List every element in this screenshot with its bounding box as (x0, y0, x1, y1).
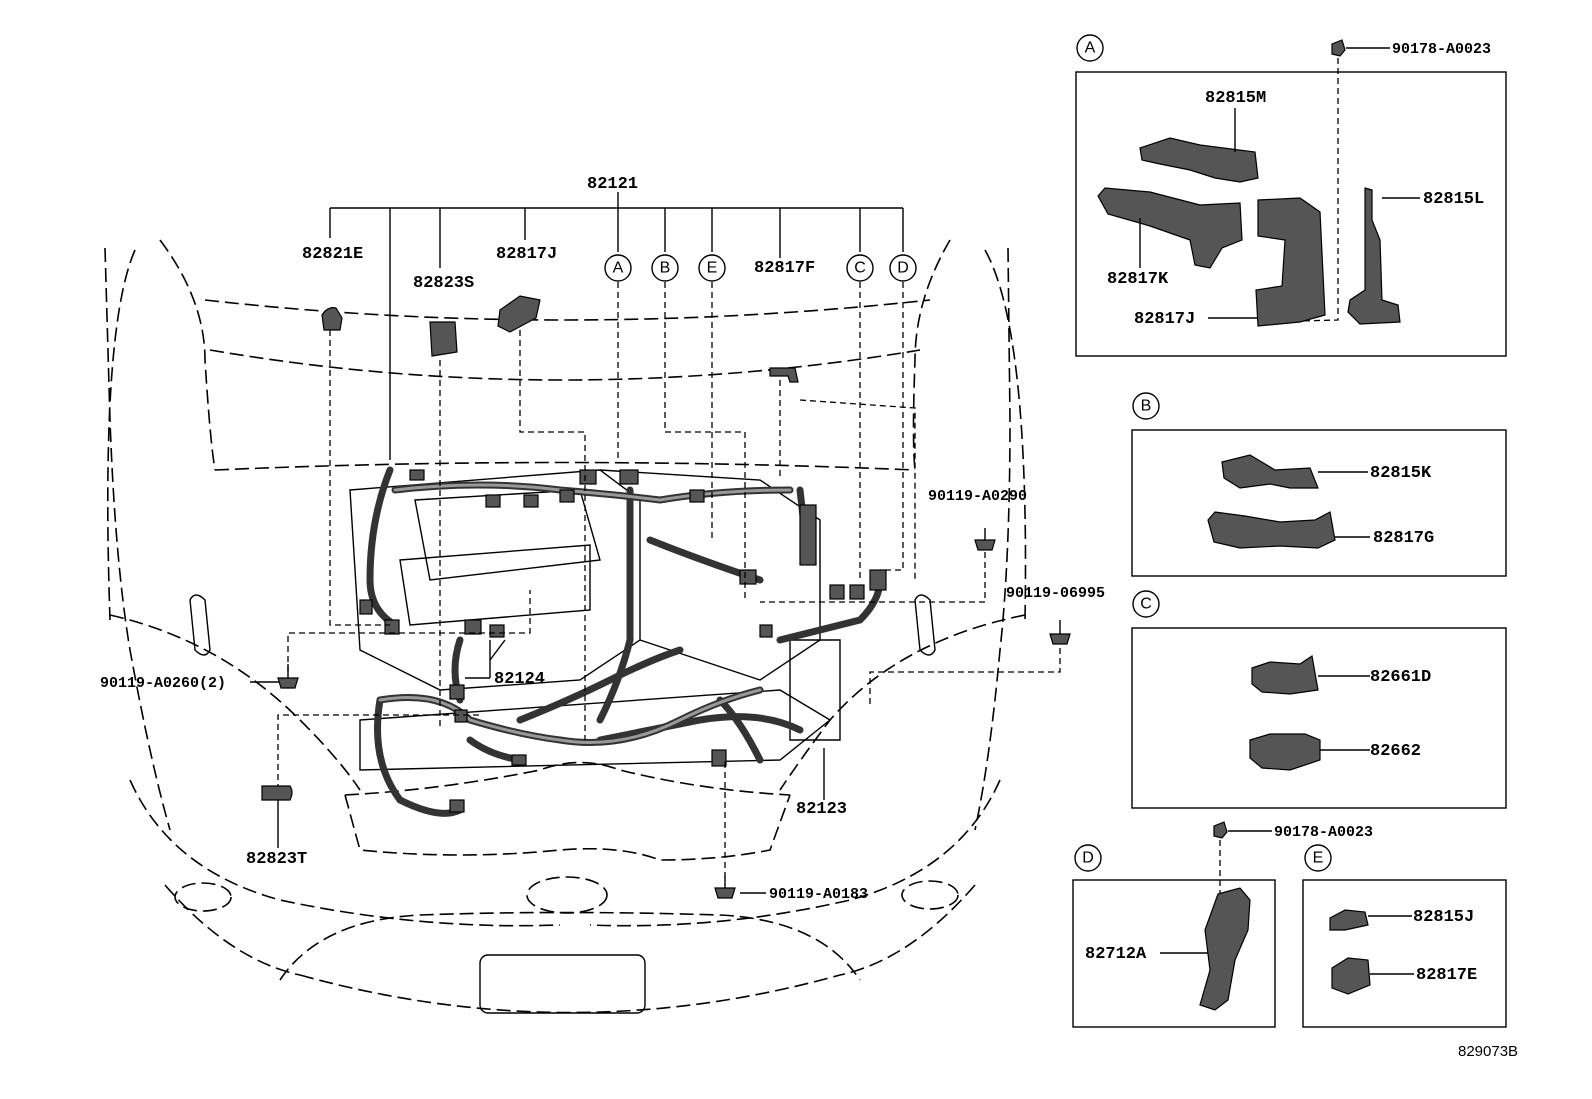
callout-d-circle: D (889, 254, 917, 282)
inset-a-label-82815L: 82815L (1423, 190, 1484, 209)
inset-b-label-82815K: 82815K (1370, 464, 1432, 483)
leader-lines (250, 192, 1061, 894)
svg-text:B: B (660, 260, 671, 277)
inset-b-letter: B (1141, 398, 1152, 415)
callout-e-circle: E (698, 254, 726, 282)
svg-text:E: E (707, 260, 718, 277)
part-82815J (1329, 909, 1369, 931)
svg-text:C: C (854, 260, 866, 277)
inset-a-clip-label: 90178-A0023 (1392, 41, 1491, 58)
clip-90178-A0023-icon (1331, 39, 1346, 57)
engine-harness-assembly (349, 466, 887, 817)
main-callouts: A B E C D (604, 254, 917, 282)
bolt-90119-A0290-icon (974, 528, 996, 551)
part-82815L (1347, 187, 1401, 325)
label-82817J: 82817J (496, 245, 557, 264)
inset-b-label-82817G: 82817G (1373, 529, 1434, 548)
inset-a-label-82815M: 82815M (1205, 89, 1266, 108)
label-90119-06995: 90119-06995 (1006, 585, 1105, 602)
svg-text:A: A (613, 260, 624, 277)
callout-c-circle: C (846, 254, 874, 282)
bolt-90119-06995-icon (1049, 620, 1071, 645)
label-90119-A0260: 90119-A0260(2) (100, 675, 226, 692)
inset-c-label-82661D: 82661D (1370, 668, 1431, 687)
inset-c: C 82661D 82662 (1131, 590, 1507, 809)
inset-e-letter: E (1313, 850, 1324, 867)
loose-parts (261, 295, 1071, 899)
inset-c-letter: C (1140, 596, 1152, 613)
part-82817G (1207, 511, 1336, 549)
part-82815K (1221, 454, 1319, 489)
inset-c-label-82662: 82662 (1370, 742, 1421, 761)
part-82823T (261, 785, 293, 801)
part-82823S (429, 321, 458, 357)
label-90119-A0183: 90119-A0183 (769, 886, 868, 903)
svg-text:D: D (897, 260, 909, 277)
inset-e: E 82815J 82817E (1302, 844, 1507, 1028)
part-82817F (769, 367, 799, 383)
main-labels: 82121 82821E 82823S 82817J 82817F 82124 … (100, 175, 1105, 903)
vehicle-outline (104, 239, 1027, 1014)
part-82817J (1255, 197, 1326, 327)
bolt-90119-A0260-icon (277, 664, 299, 689)
inset-d-label-82712A: 82712A (1085, 945, 1147, 964)
inset-a: A 90178-A0023 82815M 82815L 82817K 82817… (1075, 34, 1507, 357)
inset-d-clip-label: 90178-A0023 (1274, 824, 1373, 841)
figure-id: 829073B (1458, 1043, 1518, 1060)
inset-a-letter: A (1085, 40, 1096, 57)
label-82121: 82121 (587, 175, 638, 194)
part-82662 (1249, 733, 1321, 771)
inset-e-label-82815J: 82815J (1413, 908, 1474, 927)
label-82124: 82124 (494, 670, 545, 689)
part-82817J-main (497, 295, 541, 333)
label-82123: 82123 (796, 800, 847, 819)
inset-a-label-82817K: 82817K (1107, 270, 1169, 289)
clip-90178-A0023-d-icon (1213, 821, 1228, 839)
part-82821E (321, 307, 343, 331)
part-82661D (1251, 654, 1319, 695)
callout-a-circle: A (604, 254, 632, 282)
part-82712A (1199, 887, 1251, 1011)
part-82815M (1139, 137, 1259, 183)
part-82817K (1097, 187, 1243, 269)
label-90119-A0290: 90119-A0290 (928, 488, 1027, 505)
bolt-90119-A0183-icon (714, 876, 736, 899)
part-82817E (1331, 957, 1371, 995)
label-82821E: 82821E (302, 245, 363, 264)
inset-e-label-82817E: 82817E (1416, 966, 1477, 985)
inset-a-label-82817J: 82817J (1134, 310, 1195, 329)
label-82817F: 82817F (754, 259, 815, 278)
label-82823S: 82823S (413, 274, 474, 293)
inset-d: D 90178-A0023 82712A (1072, 821, 1373, 1028)
callout-b-circle: B (651, 254, 679, 282)
inset-d-letter: D (1082, 850, 1094, 867)
label-82823T: 82823T (246, 850, 307, 869)
inset-b: B 82815K 82817G (1131, 392, 1507, 577)
